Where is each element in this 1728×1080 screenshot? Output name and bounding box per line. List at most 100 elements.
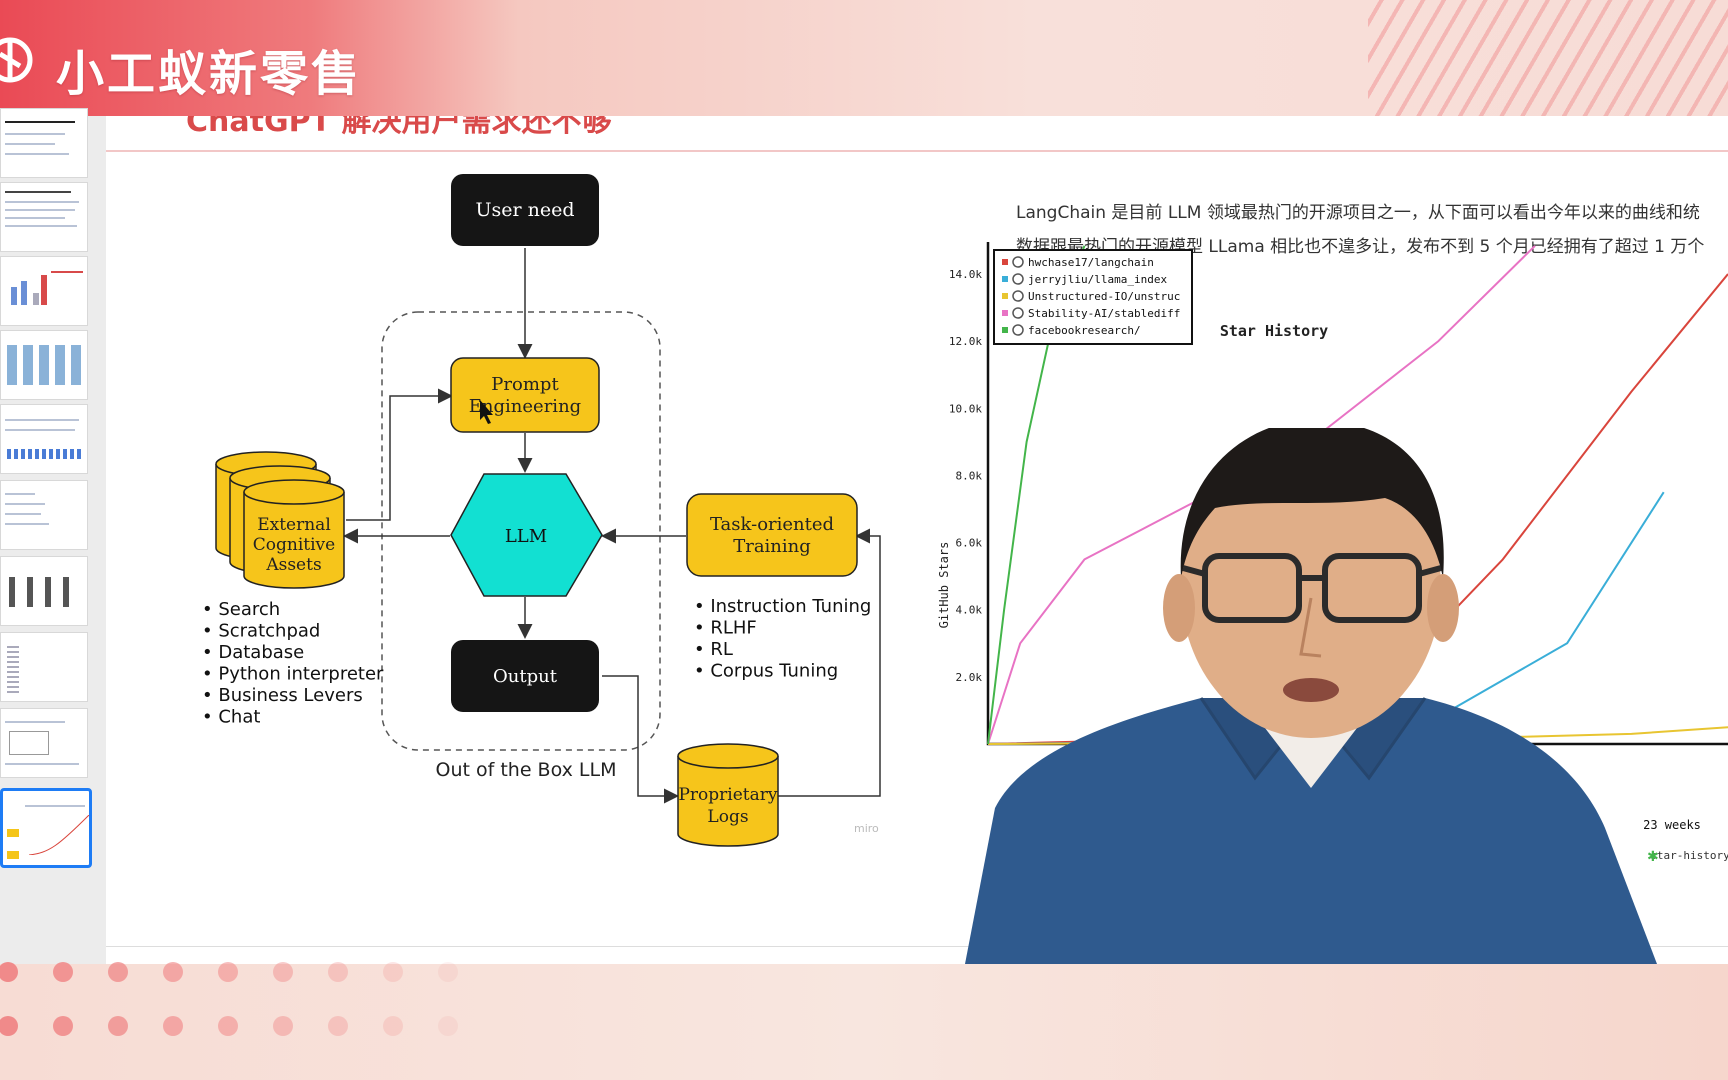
footer-dot xyxy=(383,1016,403,1036)
chart-y-tick-label: 10.0k xyxy=(949,402,982,415)
chart-x-axis-end-label: 23 weeks xyxy=(1643,818,1701,832)
slide-thumbnail[interactable] xyxy=(0,182,88,252)
footer-dot xyxy=(328,1016,348,1036)
chart-legend-box xyxy=(993,249,1193,345)
slide-thumbnail-selected[interactable] xyxy=(0,788,92,868)
title-divider xyxy=(106,150,1728,152)
prompt-engineering-node xyxy=(450,357,600,433)
prop-label-2: Logs xyxy=(707,807,748,827)
external-asset-item: • Business Levers xyxy=(202,685,363,706)
footer-dot xyxy=(438,1016,458,1036)
footer-dot xyxy=(218,962,238,982)
presenter-hair xyxy=(1180,428,1444,578)
mouse-cursor-icon xyxy=(480,400,493,424)
footer-dot xyxy=(53,962,73,982)
proprietary-logs-node xyxy=(677,743,779,847)
external-asset-item: • Chat xyxy=(202,707,260,728)
footer-dot xyxy=(163,962,183,982)
training-method-item: • RLHF xyxy=(694,618,757,639)
task-training-node xyxy=(686,493,858,577)
prompt-label-1: Prompt xyxy=(491,374,559,395)
diagram-arrows xyxy=(343,248,881,804)
chart-y-tick-label: 2.0k xyxy=(956,671,983,684)
footer-dot xyxy=(273,1016,293,1036)
chart-y-tick-label: 4.0k xyxy=(956,604,983,617)
repo-avatar-icon xyxy=(1012,307,1024,319)
slide-title: ChatGPT 解决用户需求还不够 xyxy=(186,104,612,139)
chart-y-tick-label: 8.0k xyxy=(956,469,983,482)
repo-avatar-icon xyxy=(1012,324,1024,336)
glasses-icon xyxy=(1182,553,1442,623)
external-asset-item: • Database xyxy=(202,642,304,663)
brand-header: 小工蚁新零售 xyxy=(0,0,1728,116)
legend-entry: facebookresearch/ xyxy=(1028,324,1141,337)
header-stripe-pattern xyxy=(1368,0,1728,116)
legend-swatch xyxy=(1002,310,1008,316)
star-icon: ✱ xyxy=(1647,849,1659,865)
legend-swatch xyxy=(1002,293,1008,299)
ant-logo-icon xyxy=(0,37,33,83)
brand-name: 小工蚁新零售 xyxy=(56,46,363,102)
out-of-box-container xyxy=(381,311,661,751)
container-caption: Out of the Box LLM xyxy=(436,759,617,781)
prop-label-1: Proprietary xyxy=(678,785,777,805)
external-asset-item: • Scratchpad xyxy=(202,621,320,642)
chart-y-tick-label: 6.0k xyxy=(956,537,983,550)
prompt-label-2: Engineering xyxy=(469,396,581,417)
output-node xyxy=(451,640,599,712)
chart-legend: hwchase17/langchainjerryjliu/llama_index… xyxy=(993,249,1193,345)
chart-y-tick-label: 14.0k xyxy=(949,268,982,281)
llm-label: LLM xyxy=(505,526,547,547)
footer-dot xyxy=(108,962,128,982)
miro-watermark: miro xyxy=(854,822,879,835)
legend-swatch xyxy=(1002,327,1008,333)
slide-thumbnail[interactable] xyxy=(0,480,88,550)
legend-entry: Unstructured-IO/unstruc xyxy=(1028,290,1180,303)
llm-diagram: Out of the Box LLM User need Prompt Engi… xyxy=(202,174,881,847)
legend-swatch xyxy=(1002,276,1008,282)
slide-thumbnail[interactable] xyxy=(0,404,88,474)
presenter-face xyxy=(1181,438,1441,738)
footer-dot xyxy=(218,1016,238,1036)
brand-footer xyxy=(0,962,1728,1080)
repo-avatar-icon xyxy=(1012,273,1024,285)
footer-dot xyxy=(108,1016,128,1036)
slide-thumbnail[interactable] xyxy=(0,330,88,400)
output-label: Output xyxy=(493,666,558,687)
llm-node xyxy=(450,473,603,597)
presenter-shirt xyxy=(965,698,1657,964)
slide-thumbnail[interactable] xyxy=(0,632,88,702)
training-methods-list: • Instruction Tuning• RLHF• RL• Corpus T… xyxy=(694,596,871,682)
footer-dot xyxy=(0,962,18,982)
footer-dot xyxy=(273,962,293,982)
repo-avatar-icon xyxy=(1012,290,1024,302)
slide-thumbnail[interactable] xyxy=(0,556,88,626)
user-need-label: User need xyxy=(475,199,574,221)
training-method-item: • RL xyxy=(694,639,733,660)
external-asset-item: • Search xyxy=(202,599,280,620)
legend-swatch xyxy=(1002,259,1008,265)
external-asset-item: • Python interpreter xyxy=(202,664,384,685)
task-label-1: Task-oriented xyxy=(710,514,834,535)
training-method-item: • Corpus Tuning xyxy=(694,661,838,682)
ext-label-2: Cognitive xyxy=(253,535,335,555)
footer-dot xyxy=(438,962,458,982)
slide-bottom-divider xyxy=(106,946,1728,947)
presenter-webcam xyxy=(965,428,1657,964)
star-history-watermark: star-history xyxy=(1650,849,1728,862)
slide-thumbnail[interactable] xyxy=(0,108,88,178)
chart-y-tick-label: 12.0k xyxy=(949,335,982,348)
legend-entry: jerryjliu/llama_index xyxy=(1028,273,1167,286)
footer-dot xyxy=(328,962,348,982)
chart-y-ticks: 14.0k 12.0k 10.0k 8.0k 6.0k 4.0k 2.0k xyxy=(949,268,982,684)
slide-canvas: ChatGPT 解决用户需求还不够 Out of the Box LLM Use… xyxy=(106,116,1728,964)
slide-thumbnail-rail[interactable] xyxy=(0,108,106,964)
repo-avatar-icon xyxy=(1012,256,1024,268)
ext-label-3: Assets xyxy=(265,555,321,575)
chart-title: Star History xyxy=(1220,322,1328,340)
slide-thumbnail[interactable] xyxy=(0,256,88,326)
slide-thumbnail[interactable] xyxy=(0,708,88,778)
ext-label-1: External xyxy=(257,515,331,535)
slide-description: LangChain 是目前 LLM 领域最热门的开源项目之一，从下面可以看出今年… xyxy=(1016,203,1705,291)
external-assets-list: • Search• Scratchpad• Database• Python i… xyxy=(202,599,384,728)
